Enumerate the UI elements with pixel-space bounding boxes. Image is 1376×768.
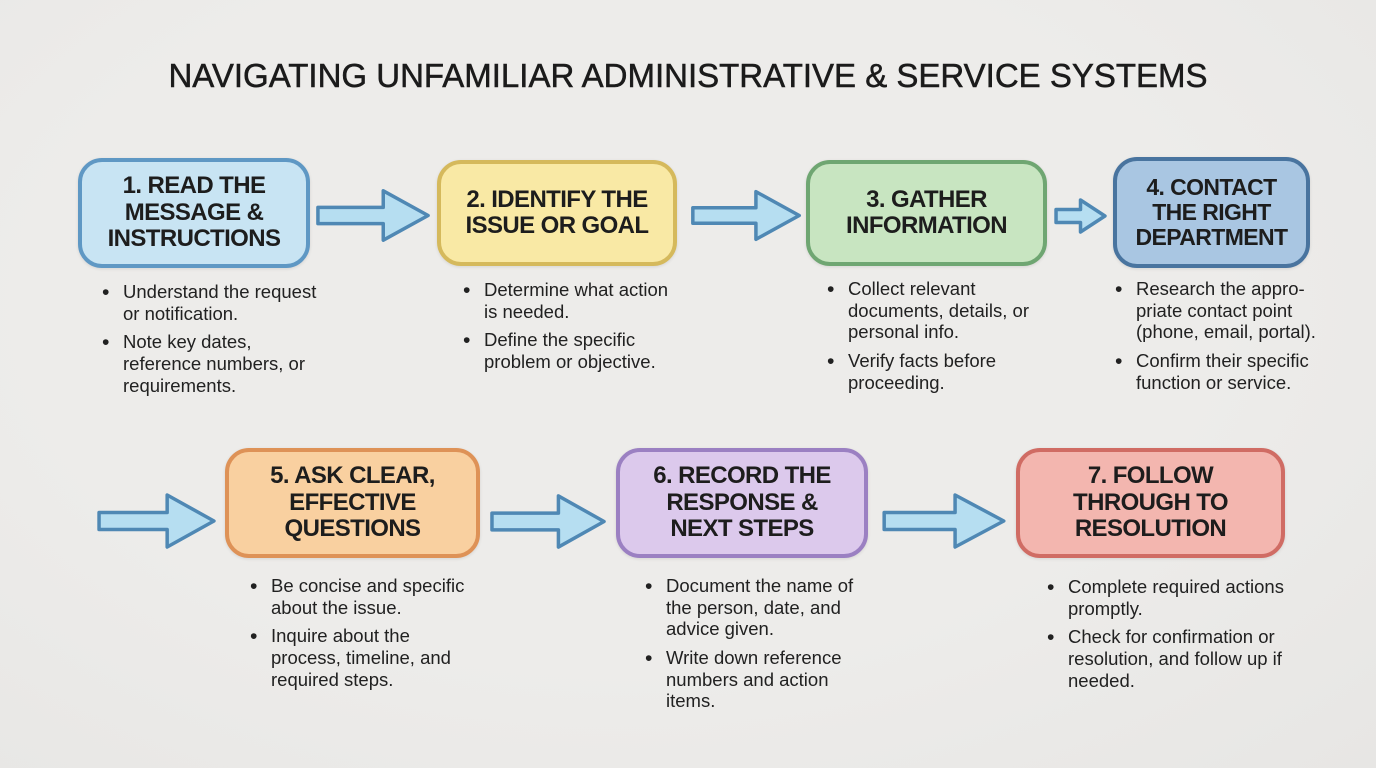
diagram-title: NAVIGATING UNFAMILIAR ADMINISTRATIVE & S…: [168, 57, 1208, 94]
bullet-item: Note key dates, reference numbers, or re…: [100, 330, 400, 396]
flow-arrow-icon: [690, 188, 803, 243]
bullet-item: Complete required actions promptly.: [1045, 575, 1335, 619]
bullet-item: Define the specific problem or objective…: [461, 328, 721, 372]
step-5-title: 5. ASK CLEAR, EFFECTIVE QUESTIONS: [270, 462, 435, 543]
step-3-bullets: Collect relevant documents, details, or …: [825, 277, 1085, 400]
step-7-box: 7. FOLLOW THROUGH TO RESOLUTION: [1016, 448, 1285, 558]
bullet-item: Write down reference numbers and action …: [643, 646, 893, 712]
bullet-item: Understand the request or notification.: [100, 280, 400, 324]
flow-arrow-icon: [489, 492, 608, 551]
bullet-item: Confirm their specific function or servi…: [1113, 349, 1363, 393]
flow-arrow-icon: [881, 491, 1008, 551]
step-6-box: 6. RECORD THE RESPONSE & NEXT STEPS: [616, 448, 868, 558]
bullet-item: Be concise and specific about the issue.: [248, 574, 518, 618]
step-7-bullets: Complete required actions promptly. Chec…: [1045, 575, 1335, 698]
bullet-item: Research the appro- priate contact point…: [1113, 277, 1363, 343]
flow-arrow-icon: [96, 491, 218, 551]
step-1-bullets: Understand the request or notification. …: [100, 280, 400, 403]
step-1-box: 1. READ THE MESSAGE & INSTRUCTIONS: [78, 158, 310, 268]
step-2-box: 2. IDENTIFY THE ISSUE OR GOAL: [437, 160, 677, 266]
flow-arrow-icon: [315, 187, 432, 244]
bullet-item: Document the name of the person, date, a…: [643, 574, 893, 640]
step-7-title: 7. FOLLOW THROUGH TO RESOLUTION: [1073, 462, 1228, 543]
step-6-title: 6. RECORD THE RESPONSE & NEXT STEPS: [653, 462, 831, 543]
bullet-item: Verify facts before proceeding.: [825, 349, 1085, 393]
bullet-item: Check for confirmation or resolution, an…: [1045, 625, 1335, 691]
step-5-box: 5. ASK CLEAR, EFFECTIVE QUESTIONS: [225, 448, 480, 558]
step-4-box: 4. CONTACT THE RIGHT DEPARTMENT: [1113, 157, 1310, 268]
step-2-title: 2. IDENTIFY THE ISSUE OR GOAL: [465, 185, 649, 239]
bullet-item: Determine what action is needed.: [461, 278, 721, 322]
step-3-title: 3. GATHER INFORMATION: [846, 185, 1008, 239]
step-3-box: 3. GATHER INFORMATION: [806, 160, 1047, 266]
step-4-title: 4. CONTACT THE RIGHT DEPARTMENT: [1135, 173, 1288, 251]
step-2-bullets: Determine what action is needed. Define …: [461, 278, 721, 380]
step-4-bullets: Research the appro- priate contact point…: [1113, 277, 1363, 400]
step-1-title: 1. READ THE MESSAGE & INSTRUCTIONS: [107, 172, 281, 253]
bullet-item: Collect relevant documents, details, or …: [825, 277, 1085, 343]
flow-arrow-icon: [1054, 197, 1107, 235]
step-6-bullets: Document the name of the person, date, a…: [643, 574, 893, 719]
bullet-item: Inquire about the process, timeline, and…: [248, 624, 518, 690]
step-5-bullets: Be concise and specific about the issue.…: [248, 574, 518, 697]
